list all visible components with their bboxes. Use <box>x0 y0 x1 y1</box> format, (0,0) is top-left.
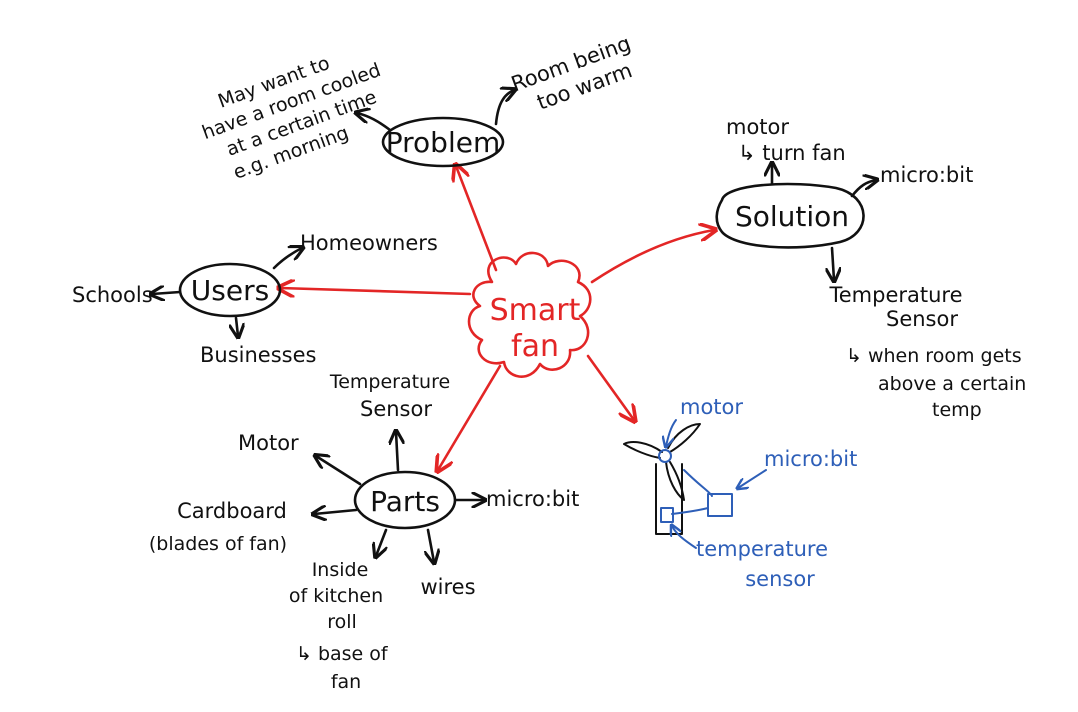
problem-right-text: Room being too warm <box>508 31 635 115</box>
users-schools: Schools <box>72 283 153 307</box>
fan-blade-down <box>665 461 685 501</box>
users-up-arrow <box>272 248 302 270</box>
center-label-line2: fan <box>511 329 559 364</box>
solution-label: Solution <box>735 200 849 233</box>
sketch-motor-label: motor <box>680 395 743 419</box>
center-label-line1: Smart <box>490 293 581 328</box>
solution-down-arrow <box>832 246 834 280</box>
parts-label: Parts <box>370 485 440 518</box>
solution-sensor-line2: Sensor <box>886 307 958 331</box>
center-arrows <box>280 166 714 470</box>
users-businesses: Businesses <box>200 343 316 367</box>
fan-drawing <box>623 423 701 535</box>
problem-left-arrow <box>357 113 392 132</box>
solution-microbit: micro:bit <box>880 163 973 187</box>
problem-right-arrow <box>494 90 514 126</box>
sketch-sensor-line1: temperature <box>696 537 828 561</box>
arrow-to-problem <box>456 166 498 272</box>
parts-sensor-line2: Sensor <box>360 397 432 421</box>
parts-cardboard-line2: (blades of fan) <box>149 533 287 555</box>
arrow-to-sketch <box>586 354 634 420</box>
problem-branch: Problem Room being too warm May want to … <box>199 31 635 184</box>
sketch-microbit-label: micro:bit <box>764 447 857 471</box>
users-branch: Users Homeowners Schools Businesses <box>72 231 438 367</box>
problem-left-text: May want to have a room cooled at a cert… <box>199 52 383 184</box>
fan-motor-icon <box>658 449 672 463</box>
parts-sensor-line1: Temperature <box>329 371 450 393</box>
users-left-arrow <box>152 292 182 294</box>
solution-sensor-line3: ↳ when room gets <box>846 345 1022 367</box>
solution-sensor-line5: temp <box>932 399 982 421</box>
parts-motor: Motor <box>238 431 299 455</box>
wire-to-sensor <box>671 507 709 515</box>
parts-wires: wires <box>420 575 475 599</box>
center-cloud-shape <box>467 251 592 378</box>
fan-blade-left <box>623 441 663 459</box>
parts-left-arrow <box>314 510 358 514</box>
fan-blade-right <box>667 423 701 453</box>
solution-sensor-line4: above a certain <box>878 373 1026 395</box>
solution-bubble <box>715 182 865 249</box>
arrow-to-parts <box>438 364 502 470</box>
arrow-to-sensor <box>672 526 697 549</box>
parts-downleft-arrow <box>376 528 386 556</box>
parts-kitchen-line2: of kitchen <box>289 585 383 607</box>
users-label: Users <box>191 274 269 307</box>
center-node: Smart fan <box>467 251 592 378</box>
arrow-to-motor <box>666 419 677 446</box>
parts-down-arrow <box>428 528 434 562</box>
solution-branch: Solution motor ↳ turn fan micro:bit Temp… <box>715 115 1026 421</box>
parts-up-arrow <box>396 432 398 472</box>
users-bubble <box>178 262 282 318</box>
solution-motor-line1: motor <box>726 115 789 139</box>
solution-right-arrow <box>850 180 876 198</box>
parts-kitchen-line3: roll <box>327 611 357 633</box>
sensor-box-icon <box>660 507 674 523</box>
parts-kitchen-line4: ↳ base of <box>296 643 389 665</box>
parts-kitchen-line5: fan <box>331 671 361 693</box>
parts-kitchen-line1: Inside <box>312 559 369 581</box>
users-homeowners: Homeowners <box>300 231 438 255</box>
parts-cardboard-line1: Cardboard <box>177 499 287 523</box>
arrow-to-users <box>280 288 472 294</box>
microbit-box-icon <box>707 493 733 517</box>
wire-to-microbit <box>683 469 713 497</box>
users-down-arrow <box>236 316 238 336</box>
arrow-to-solution <box>590 230 714 284</box>
fan-base-tube <box>655 463 683 535</box>
arrow-to-microbit <box>738 469 767 488</box>
sketch-sensor-line2: sensor <box>745 567 815 591</box>
problem-bubble <box>381 116 505 168</box>
parts-branch: Parts Temperature Sensor Motor Cardboard… <box>149 371 579 693</box>
problem-label: Problem <box>386 126 500 159</box>
parts-microbit: micro:bit <box>486 487 579 511</box>
solution-motor-line2: ↳ turn fan <box>738 141 846 165</box>
parts-upleft-arrow <box>316 456 362 486</box>
fan-sketch: motor micro:bit temperature sensor <box>623 395 857 591</box>
solution-sensor-line1: Temperature <box>828 283 962 307</box>
